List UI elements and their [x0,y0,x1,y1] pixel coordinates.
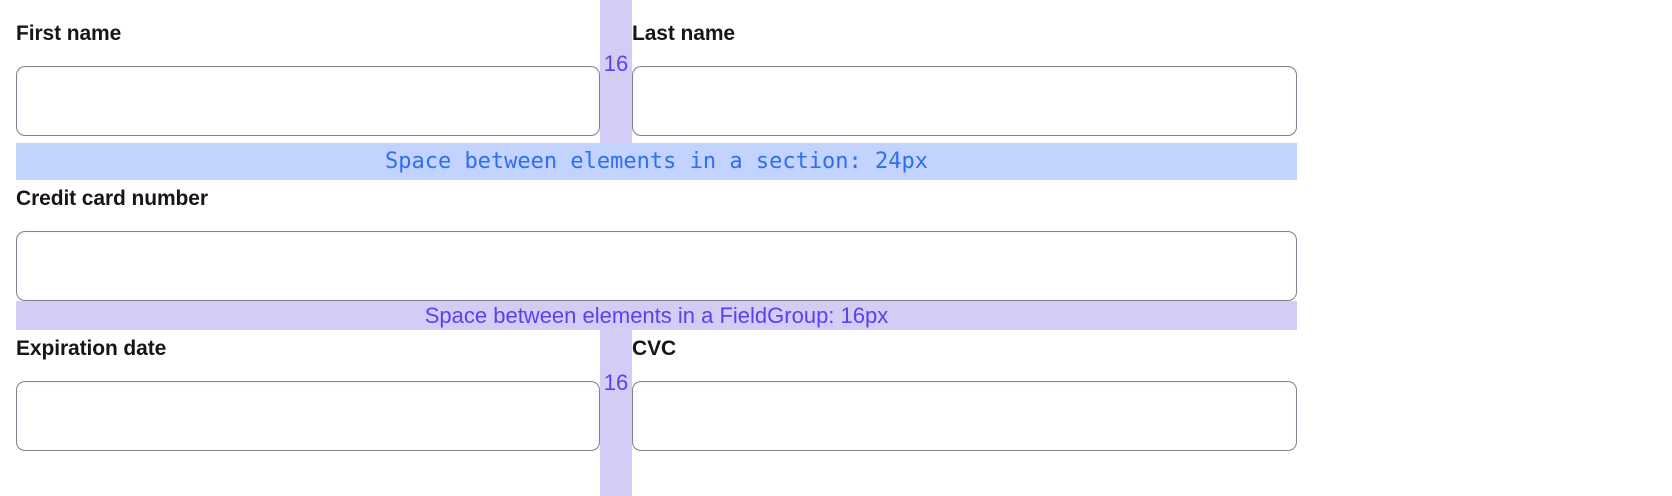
section-spacing-band: Space between elements in a section: 24p… [16,143,1297,180]
input-credit-card-number[interactable] [16,231,1297,301]
field-label-cvc: CVC [632,337,677,360]
field-first-name: First name [16,18,600,136]
card-row: Credit card number [16,184,1297,301]
field-credit-card-number: Credit card number [16,184,1297,301]
expiry-row: Expiration date CVC [16,334,1297,451]
name-row: First name Last name [16,18,1297,136]
fieldgroup-spacing-band: Space between elements in a FieldGroup: … [16,301,1297,330]
column-gap-label-expiry-row: 16 [603,370,629,395]
field-expiration-date: Expiration date [16,334,600,451]
fieldgroup-spacing-label: Space between elements in a FieldGroup: … [424,302,889,328]
field-label-expiration-date: Expiration date [16,337,167,360]
input-cvc[interactable] [632,381,1297,451]
field-label-first-name: First name [16,22,122,45]
section-spacing-label: Space between elements in a section: 24p… [384,148,929,174]
input-last-name[interactable] [632,66,1297,136]
field-label-last-name: Last name [632,22,735,45]
column-gap-name-row: 16 [600,0,632,143]
field-last-name: Last name [632,18,1297,136]
input-expiration-date[interactable] [16,381,600,451]
column-gap-label-name-row: 16 [603,51,629,76]
input-first-name[interactable] [16,66,600,136]
field-cvc: CVC [632,334,1297,451]
column-gap-expiry-row: 16 [600,330,632,496]
field-label-credit-card-number: Credit card number [16,187,208,210]
